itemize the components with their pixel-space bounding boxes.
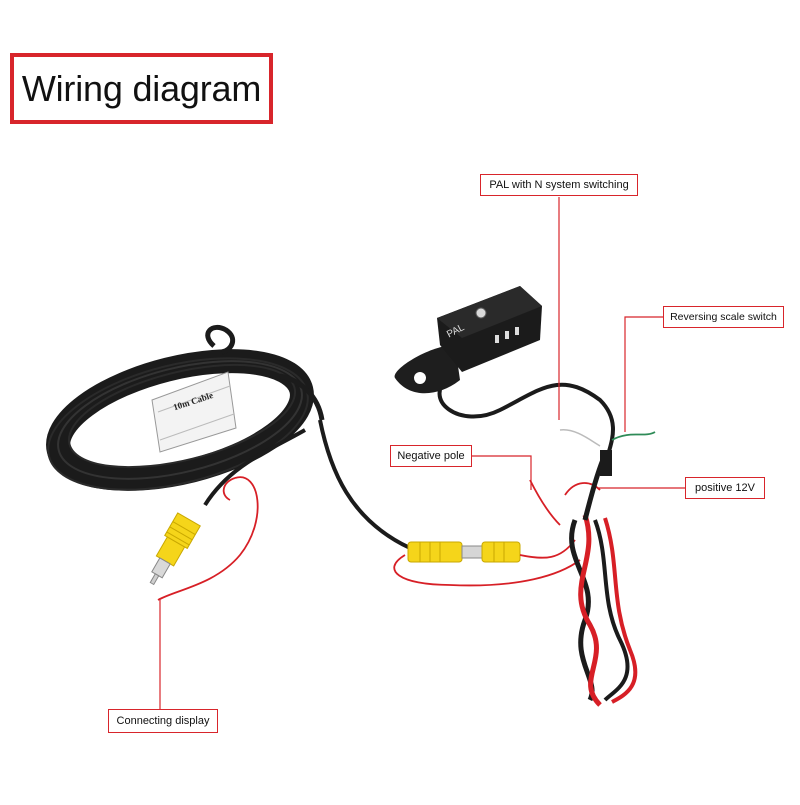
twisted-wire-bundle xyxy=(569,453,638,707)
title-box: Wiring diagram xyxy=(10,53,273,124)
camera-cable xyxy=(437,373,615,456)
label-connecting-display: Connecting display xyxy=(108,709,218,733)
label-positive-12v: positive 12V xyxy=(685,477,765,499)
label-reversing-switch: Reversing scale switch xyxy=(663,306,784,328)
page-title: Wiring diagram xyxy=(21,67,262,109)
reversing-camera: PAL xyxy=(394,286,542,394)
coiled-cable xyxy=(46,324,325,491)
rca-plug-display xyxy=(149,512,201,586)
label-pal-switch: PAL with N system switching xyxy=(480,174,638,196)
cable-tag: 10m Cable xyxy=(151,371,237,453)
inline-connector xyxy=(600,450,612,476)
label-negative-pole: Negative pole xyxy=(390,445,472,467)
rca-coupling xyxy=(407,541,521,563)
red-power-wire xyxy=(157,476,601,601)
